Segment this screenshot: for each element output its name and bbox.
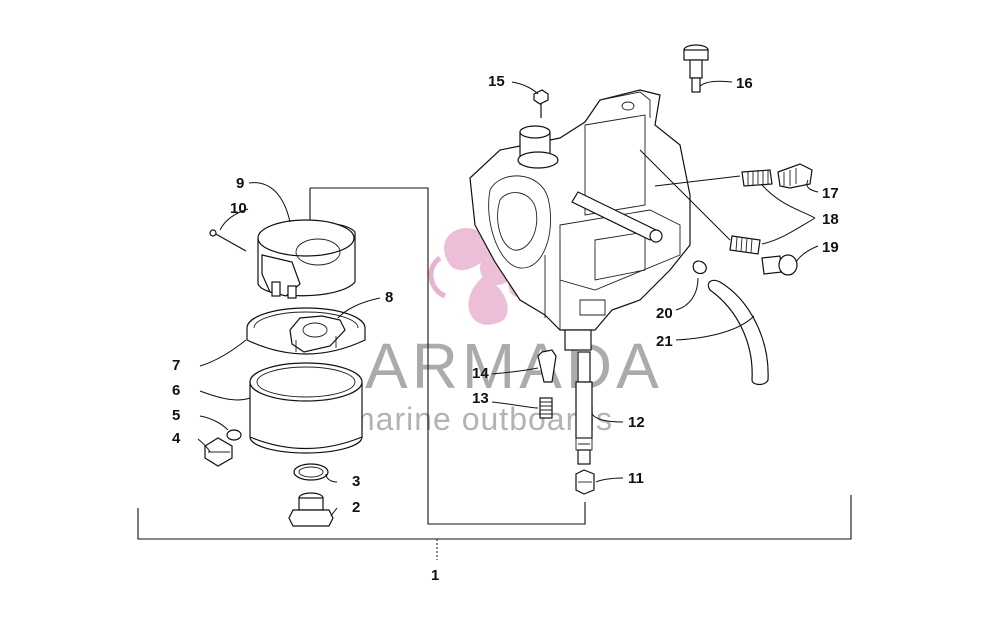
callout-21: 21 xyxy=(656,333,673,350)
callout-17: 17 xyxy=(822,185,839,202)
callout-15: 15 xyxy=(488,73,505,90)
idle-spring xyxy=(729,235,761,255)
callout-8: 8 xyxy=(385,289,393,306)
callout-14: 14 xyxy=(472,365,489,382)
callout-16: 16 xyxy=(736,75,753,92)
callout-19: 19 xyxy=(822,239,839,256)
needle-valve xyxy=(537,349,557,383)
callout-9: 9 xyxy=(236,175,244,192)
main-nozzle xyxy=(575,351,593,465)
carburetor-body xyxy=(469,89,691,351)
throttle-stop-spring xyxy=(741,169,773,187)
pilot-screw xyxy=(683,44,709,93)
float xyxy=(257,219,356,299)
top-screw xyxy=(533,89,549,118)
callout-6: 6 xyxy=(172,382,180,399)
main-jet-plug xyxy=(288,492,334,527)
callout-3: 3 xyxy=(352,473,360,490)
callout-1: 1 xyxy=(431,567,439,584)
watermark-subtitle: marine outboards xyxy=(348,401,613,437)
main-jet xyxy=(575,469,595,495)
leader-lines xyxy=(197,80,819,517)
callout-5: 5 xyxy=(172,407,180,424)
callout-10: 10 xyxy=(230,200,247,217)
fuel-hose xyxy=(707,279,769,386)
callouts: 1 2 3 4 5 6 7 8 9 10 11 12 13 14 15 16 1… xyxy=(172,73,839,584)
callout-13: 13 xyxy=(472,390,489,407)
assembly-bracket xyxy=(137,187,852,560)
callout-4: 4 xyxy=(172,430,181,447)
callout-7: 7 xyxy=(172,357,180,374)
watermark-title: ARMADA xyxy=(365,330,663,402)
callout-2: 2 xyxy=(352,499,360,516)
float-bowl xyxy=(246,307,366,454)
callout-18: 18 xyxy=(822,211,839,228)
float-pin xyxy=(209,229,247,252)
callout-12: 12 xyxy=(628,414,645,431)
idle-screw xyxy=(761,254,798,276)
callout-11: 11 xyxy=(628,470,644,487)
clip xyxy=(692,260,707,275)
drain-o-ring xyxy=(226,429,242,441)
bowl-gasket xyxy=(293,463,329,481)
callout-20: 20 xyxy=(656,305,673,322)
drain-screw xyxy=(204,437,233,467)
throttle-stop-screw xyxy=(777,163,813,189)
needle-spring xyxy=(539,397,553,419)
